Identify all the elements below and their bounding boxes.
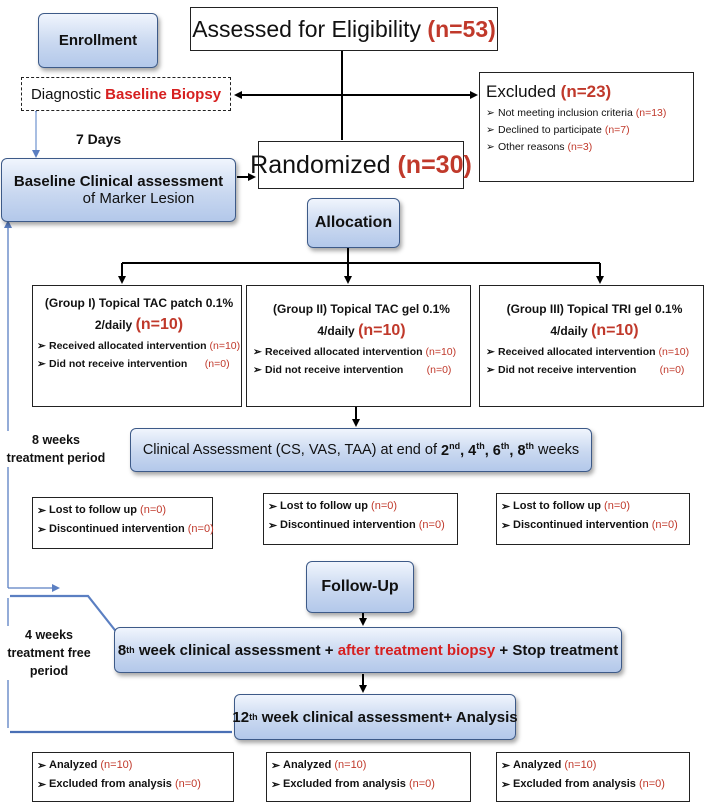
bullet-arrow-icon: ➢ (268, 501, 278, 513)
group-title: (Group III) Topical TRI gel 0.1% (506, 302, 683, 316)
bullet-arrow-icon: ➢ (268, 520, 278, 532)
not-received-row: ➢ Did not receive intervention (n=0) (253, 364, 452, 376)
discontinued-row: ➢ Discontinued intervention (n=0) (501, 519, 678, 532)
analyzed-row: ➢ Analyzed (n=10) (271, 759, 367, 772)
bullet-arrow-icon: ➢ (253, 364, 262, 376)
biopsy-text: Diagnostic (30, 85, 101, 103)
eligibility-count: (n=53) (427, 15, 496, 42)
excluded-count: (n=23) (560, 82, 612, 101)
not-received-row: ➢ Did not receive intervention (n=0) (486, 364, 685, 376)
received-row: ➢ Received allocated intervention (n=10) (37, 340, 241, 352)
analysis-box-1: ➢ Analyzed (n=10) ➢ Excluded from analys… (32, 752, 234, 802)
group-3-box: (Group III) Topical TRI gel 0.1% 4/daily… (479, 285, 704, 407)
free-period-top-line (10, 594, 119, 635)
received-row: ➢ Received allocated intervention (n=10) (253, 346, 457, 358)
lost-row: ➢ Lost to follow up (n=0) (501, 500, 631, 513)
enrollment-text: Enrollment (58, 32, 138, 49)
bullet-arrow-icon: ➢ (486, 141, 495, 153)
group-title: (Group I) Topical TAC patch 0.1% (44, 296, 234, 310)
bullet-arrow-icon: ➢ (37, 505, 47, 517)
bullet-arrow-icon: ➢ (37, 760, 47, 772)
bullet-arrow-icon: ➢ (501, 779, 511, 791)
biopsy-highlight: Baseline Biopsy (105, 85, 222, 103)
bullet-arrow-icon: ➢ (486, 124, 495, 136)
group-dose-row: 4/daily (n=10) (253, 322, 470, 340)
bullet-arrow-icon: ➢ (253, 346, 262, 358)
group-title: (Group II) Topical TAC gel 0.1% (273, 302, 450, 316)
bullet-arrow-icon: ➢ (271, 760, 281, 772)
eligibility-text: Assessed for Eligibility (192, 15, 422, 42)
randomized-box: Randomized (n=30) (250, 141, 472, 189)
discontinued-row: ➢ Discontinued intervention (n=0) (37, 523, 214, 536)
clinical-text: Clinical Assessment (CS, VAS, TAA) at en… (142, 442, 437, 458)
excluded-item: ➢ Declined to participate (n=7) (486, 124, 630, 136)
enrollment-label: Enrollment (38, 13, 158, 68)
analysis-box-2: ➢ Analyzed (n=10) ➢ Excluded from analys… (266, 752, 471, 802)
treatment-period-label: 8 weeks treatment period (2, 431, 110, 468)
group-dose: 4/daily (317, 324, 355, 338)
excluded-title: Excluded (486, 82, 556, 101)
follow-up-label: Follow-Up (306, 561, 414, 613)
bullet-arrow-icon: ➢ (37, 779, 47, 791)
excluded-item: ➢ Not meeting inclusion criteria (n=13) (486, 107, 667, 119)
excluded-box: Excluded (n=23) ➢ Not meeting inclusion … (479, 72, 694, 182)
bullet-arrow-icon: ➢ (37, 524, 47, 536)
bullet-arrow-icon: ➢ (37, 358, 46, 370)
group-count: (n=10) (135, 316, 184, 333)
lost-box-3: ➢ Lost to follow up (n=0) ➢ Discontinued… (496, 493, 690, 545)
group-dose: 4/daily (550, 324, 588, 338)
analysis-box-3: ➢ Analyzed (n=10) ➢ Excluded from analys… (496, 752, 690, 802)
excluded-title-row: Excluded (n=23) (486, 82, 693, 102)
group-dose: 2/daily (94, 318, 133, 332)
bullet-arrow-icon: ➢ (271, 779, 281, 791)
group-2-box: (Group II) Topical TAC gel 0.1% 4/daily … (246, 285, 471, 407)
group-dose-row: 4/daily (n=10) (486, 322, 703, 340)
seven-days-label: 7 Days (76, 131, 122, 147)
bullet-arrow-icon: ➢ (486, 364, 495, 376)
randomized-count: (n=30) (397, 150, 472, 179)
eligibility-box: Assessed for Eligibility (n=53) (190, 7, 498, 51)
group-dose-row: 2/daily (n=10) (37, 316, 241, 334)
excluded-analysis-row: ➢ Excluded from analysis (n=0) (37, 778, 201, 791)
group-count: (n=10) (591, 322, 639, 339)
bullet-arrow-icon: ➢ (501, 760, 511, 772)
lost-row: ➢ Lost to follow up (n=0) (268, 500, 398, 513)
analyzed-row: ➢ Analyzed (n=10) (501, 759, 597, 772)
bullet-arrow-icon: ➢ (37, 340, 46, 352)
bullet-arrow-icon: ➢ (486, 346, 495, 358)
excluded-item: ➢ Other reasons (n=3) (486, 141, 593, 153)
treatment-free-period-label: 4 weeks treatment free period (2, 626, 96, 681)
bullet-arrow-icon: ➢ (501, 501, 511, 513)
group-1-box: (Group I) Topical TAC patch 0.1% 2/daily… (32, 285, 242, 407)
discontinued-row: ➢ Discontinued intervention (n=0) (268, 519, 445, 532)
clinical-assessment-box: Clinical Assessment (CS, VAS, TAA) at en… (130, 428, 592, 472)
baseline-line1: Baseline Clinical assessment (13, 173, 224, 190)
excluded-analysis-row: ➢ Excluded from analysis (n=0) (271, 778, 435, 791)
lost-box-2: ➢ Lost to follow up (n=0) ➢ Discontinued… (263, 493, 458, 545)
not-received-row: ➢ Did not receive intervention (n=0) (37, 358, 230, 370)
biopsy-highlight: after treatment biopsy (337, 641, 496, 659)
bullet-arrow-icon: ➢ (486, 107, 495, 119)
randomized-text: Randomized (250, 150, 391, 179)
baseline-biopsy-box: Diagnostic Baseline Biopsy (21, 77, 231, 111)
baseline-line2: of Marker Lesion (82, 190, 195, 207)
received-row: ➢ Received allocated intervention (n=10) (486, 346, 690, 358)
allocation-label: Allocation (307, 198, 400, 248)
lost-row: ➢ Lost to follow up (n=0) (37, 504, 167, 517)
baseline-assessment-box: Baseline Clinical assessment of Marker L… (1, 158, 236, 222)
lost-box-1: ➢ Lost to follow up (n=0) ➢ Discontinued… (32, 497, 214, 549)
analyzed-row: ➢ Analyzed (n=10) (37, 759, 133, 772)
bullet-arrow-icon: ➢ (501, 520, 511, 532)
group-count: (n=10) (358, 322, 406, 339)
excluded-analysis-row: ➢ Excluded from analysis (n=0) (501, 778, 665, 791)
